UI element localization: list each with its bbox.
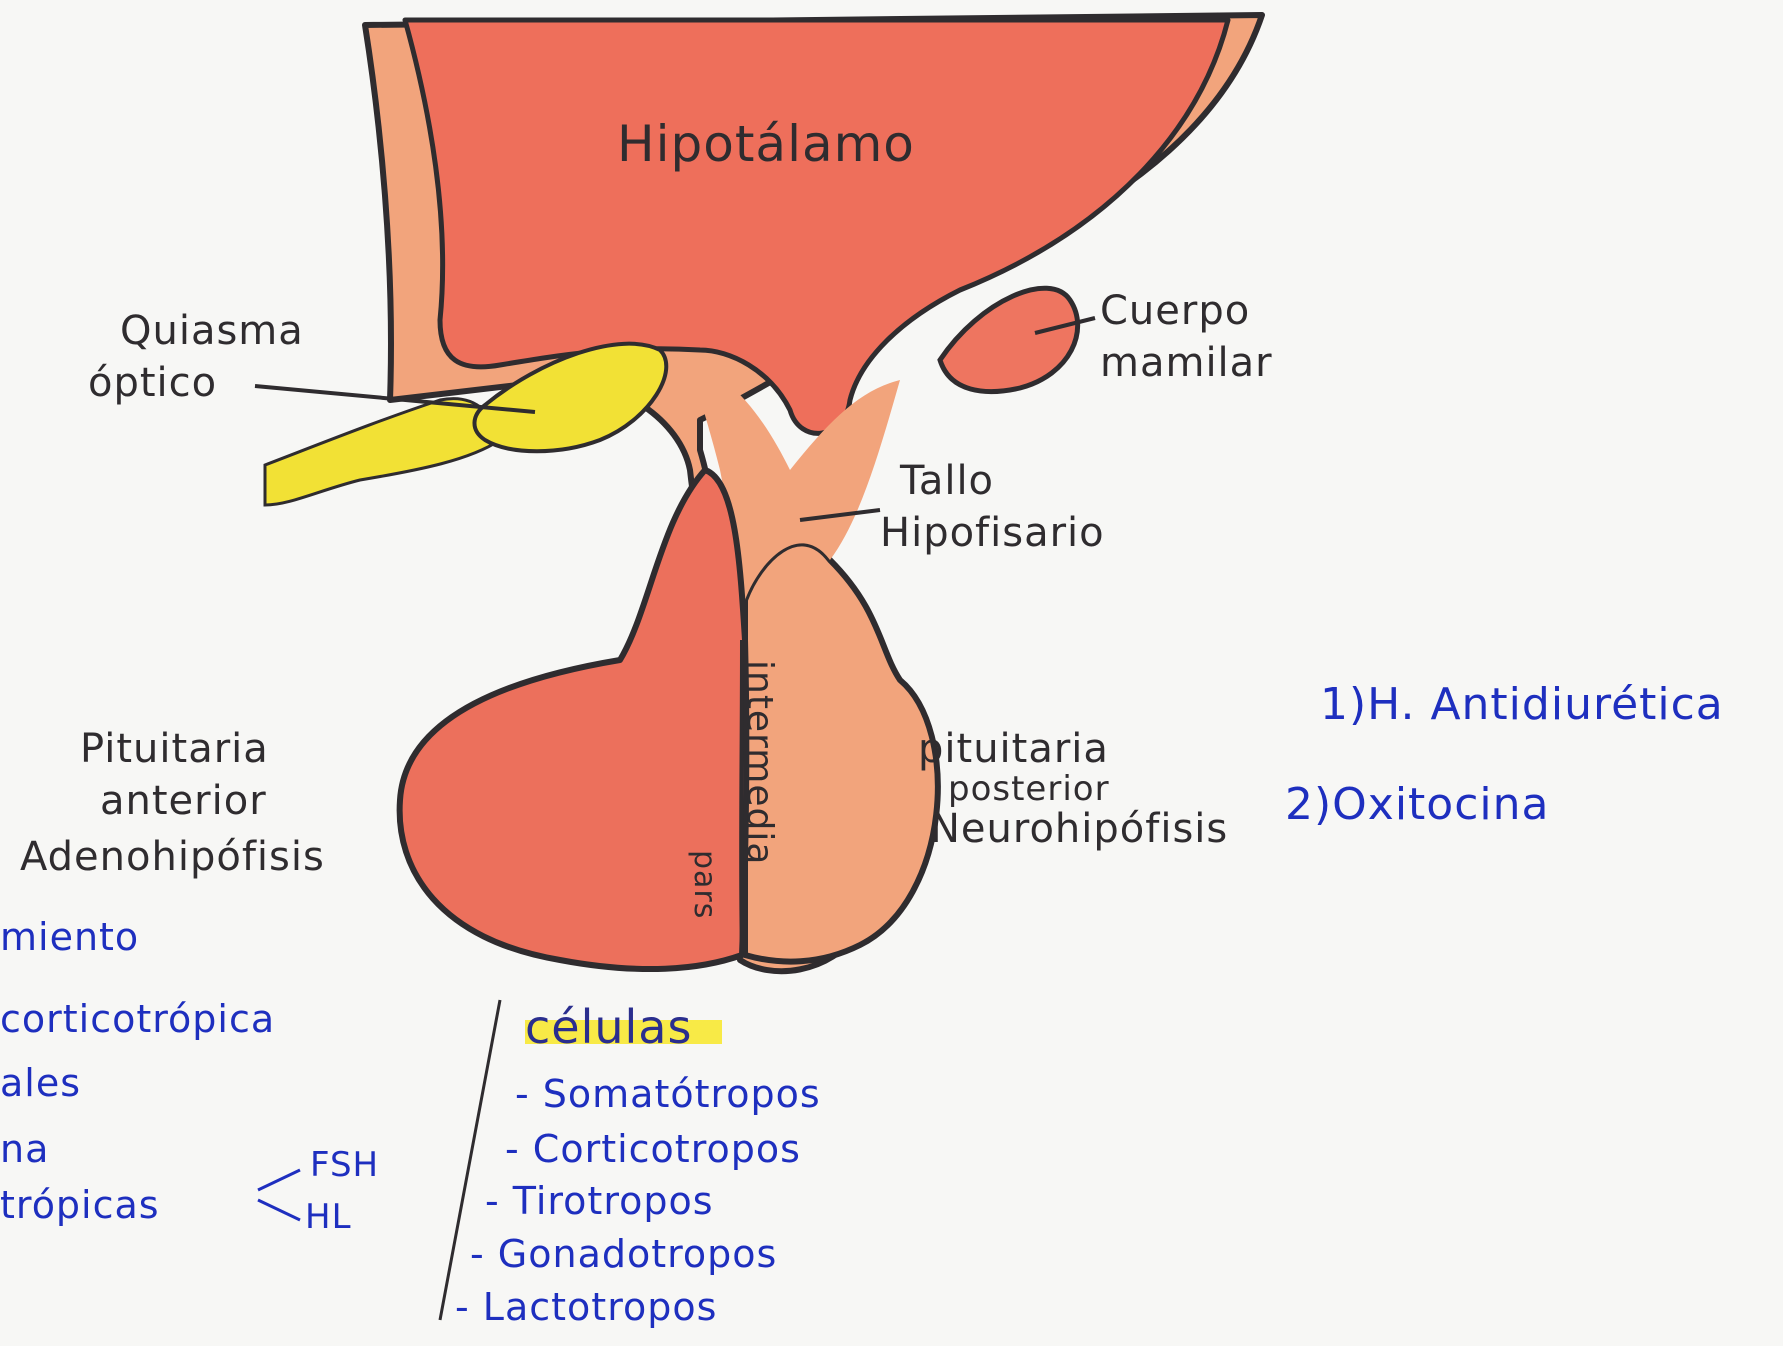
- posterior-pituitary-label-line3: Neurohipófisis: [930, 808, 1228, 850]
- cells-title: células: [525, 1003, 722, 1051]
- posterior-hormone-1: 1)H. Antidiurética: [1320, 682, 1724, 728]
- anterior-pituitary-label-line1: Pituitaria: [80, 728, 269, 770]
- hypothalamus-label: Hipotálamo: [617, 118, 915, 171]
- cell-item-5: - Lactotropos: [455, 1288, 717, 1328]
- anterior-hormone-2: corticotrópica: [0, 1000, 275, 1040]
- cell-item-2: - Corticotropos: [505, 1130, 801, 1170]
- anterior-hormone-1: miento: [0, 918, 139, 958]
- stalk-label-line1: Tallo: [900, 460, 994, 502]
- intermedia-label: intermedia: [740, 660, 778, 865]
- anterior-hormone-5: trópicas: [0, 1186, 160, 1226]
- posterior-hormone-2: 2)Oxitocina: [1285, 782, 1550, 828]
- anterior-pituitary-label-line3: Adenohipófisis: [20, 836, 325, 878]
- optic-chiasm-label-line2: óptico: [88, 362, 217, 404]
- cell-item-3: - Tirotropos: [485, 1182, 714, 1222]
- gonadotropin-hl: HL: [305, 1200, 352, 1236]
- anterior-pituitary-label-line2: anterior: [100, 780, 267, 822]
- posterior-pituitary-label-line2: posterior: [948, 772, 1110, 808]
- gonadotropin-fsh: FSH: [310, 1148, 379, 1184]
- mammillary-body-label-line2: mamilar: [1100, 342, 1273, 384]
- mammillary-body-shape: [940, 288, 1078, 391]
- mammillary-body-label-line1: Cuerpo: [1100, 290, 1250, 332]
- stalk-label-line2: Hipofisario: [880, 512, 1105, 554]
- pars-label: pars: [689, 850, 721, 919]
- cell-item-1: - Somatótropos: [515, 1075, 821, 1115]
- posterior-pituitary-label-line1: pituitaria: [918, 728, 1109, 770]
- gonadotropin-bracket-bottom: [258, 1200, 300, 1220]
- gonadotropin-bracket-top: [258, 1170, 300, 1190]
- cell-item-4: - Gonadotropos: [470, 1235, 777, 1275]
- anterior-hormone-3: ales: [0, 1064, 81, 1104]
- optic-nerve-shape: [265, 399, 500, 505]
- anterior-hormone-4: na: [0, 1130, 49, 1170]
- optic-chiasm-label-line1: Quiasma: [120, 310, 304, 352]
